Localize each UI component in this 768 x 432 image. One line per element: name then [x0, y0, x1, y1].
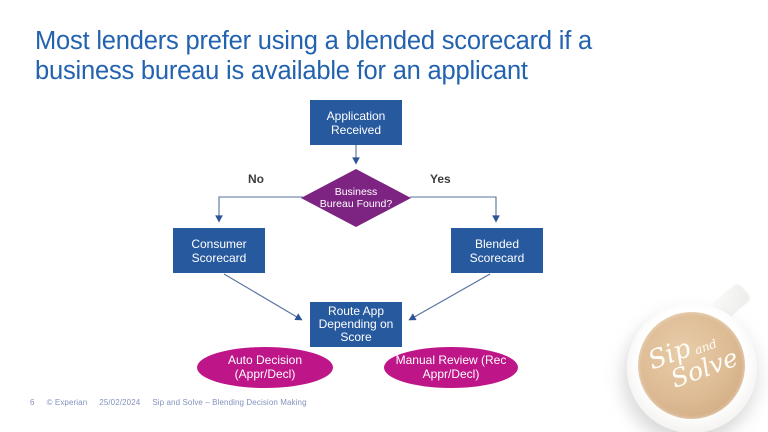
- slide-date: 25/02/2024: [99, 398, 141, 407]
- node-route-app: Route App Depending on Score: [310, 302, 402, 347]
- slide-footer: 6 © Experian 25/02/2024 Sip and Solve – …: [30, 398, 307, 407]
- label-no: No: [248, 172, 264, 186]
- coffee-surface: Sip and Solve: [638, 312, 745, 419]
- node-blended-scorecard: Blended Scorecard: [451, 228, 543, 273]
- terminal-auto-decision: Auto Decision (Appr/Decl): [197, 347, 333, 388]
- arrow-decision-yes-to-blended: [410, 196, 500, 223]
- label-yes: Yes: [430, 172, 451, 186]
- decision-business-bureau-found: Business Bureau Found?: [301, 169, 411, 227]
- arrow-blended-to-route: [408, 273, 491, 321]
- copyright-text: © Experian: [46, 398, 88, 407]
- arrow-consumer-to-route: [223, 273, 303, 321]
- arrow-decision-no-to-consumer: [215, 196, 303, 223]
- slide-title: Most lenders prefer using a blended scor…: [35, 27, 592, 85]
- terminal-manual-review: Manual Review (Rec Appr/Decl): [384, 347, 518, 388]
- page-number: 6: [30, 398, 35, 407]
- sip-and-solve-logo: Sip and Solve: [644, 321, 741, 397]
- coffee-cup-logo: Sip and Solve: [627, 303, 757, 432]
- node-application-received: Application Received: [310, 100, 402, 145]
- node-consumer-scorecard: Consumer Scorecard: [173, 228, 265, 273]
- deck-title: Sip and Solve – Blending Decision Making: [152, 398, 307, 407]
